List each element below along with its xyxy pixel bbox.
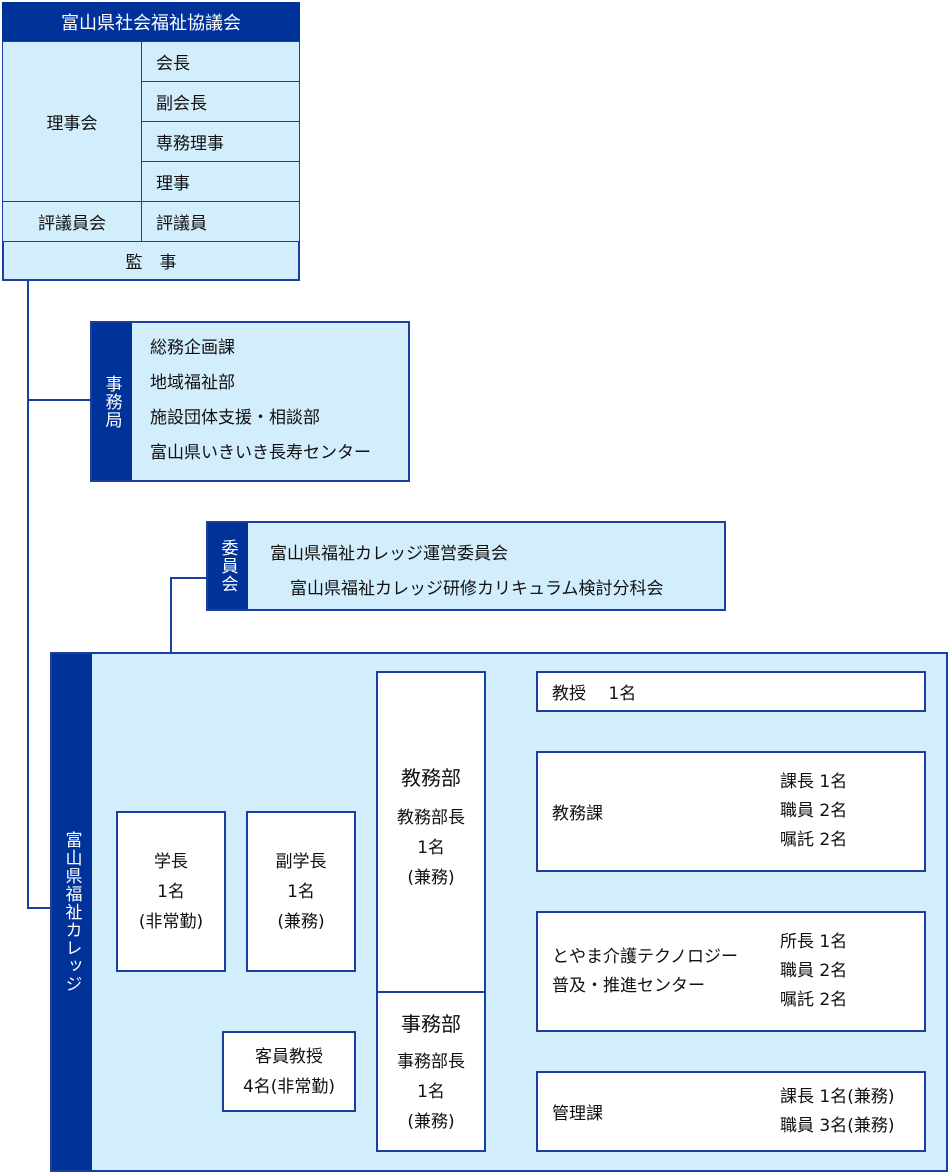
vice-president-count: 1名 (287, 881, 315, 902)
admin-section-staff: 課長 1名(兼務) 職員 3名(兼務) (780, 1083, 894, 1141)
secretariat-box: 事務局 総務企画課 地域福祉部 施設団体支援・相談部 富山県いきいき長寿センター (90, 321, 410, 482)
vice-president-box: 副学長 1名 (兼務) (246, 811, 356, 972)
president-note: (非常勤) (138, 911, 204, 932)
academic-section-box: 教務課 課長 1名 職員 2名 嘱託 2名 (536, 751, 926, 872)
president-box: 学長 1名 (非常勤) (116, 811, 226, 972)
secretariat-item: 施設団体支援・相談部 (150, 408, 320, 428)
staff-line: 職員 2名 (780, 961, 848, 981)
college-label: 富山県福祉カレッジ (52, 654, 92, 1170)
admin-section-box: 管理課 課長 1名(兼務) 職員 3名(兼務) (536, 1071, 926, 1152)
academic-section-staff: 課長 1名 職員 2名 嘱託 2名 (780, 768, 847, 855)
academic-dept-name: 教務部 (401, 766, 461, 790)
staff-line: 課長 1名 (780, 772, 848, 792)
secretariat-item: 総務企画課 (150, 338, 235, 358)
tech-center-name: とやま介護テクノロジー 普及・推進センター (552, 943, 738, 1001)
staff-line: 課長 1名(兼務) (780, 1086, 895, 1107)
academic-dept-head: 教務部長 (397, 808, 465, 828)
admin-dept-box: 事務部 事務部長 1名 (兼務) (376, 991, 486, 1152)
board-member: 専務理事 (141, 121, 300, 162)
tech-center-box: とやま介護テクノロジー 普及・推進センター 所長 1名 職員 2名 嘱託 2名 (536, 911, 926, 1032)
academic-dept-note: (兼務) (407, 868, 455, 888)
auditor: 監 事 (2, 241, 300, 281)
professor-box: 教授 1名 (536, 671, 926, 712)
visiting-count: 4名(非常勤) (242, 1076, 336, 1097)
councillors-group: 評議員会 (2, 201, 142, 242)
admin-section-name: 管理課 (552, 1104, 603, 1124)
staff-line: 職員 3名(兼務) (780, 1115, 895, 1136)
committee-box: 委員会 富山県福祉カレッジ運営委員会 富山県福祉カレッジ研修カリキュラム検討分科… (206, 521, 726, 611)
visiting-title: 客員教授 (255, 1046, 323, 1067)
secretariat-item: 地域福祉部 (150, 373, 235, 393)
visiting-professor-box: 客員教授 4名(非常勤) (222, 1031, 356, 1112)
councillors: 評議員 (141, 201, 300, 242)
secretariat-label: 事務局 (92, 323, 132, 480)
admin-dept-note: (兼務) (407, 1112, 455, 1132)
board-member: 理事 (141, 161, 300, 202)
tech-center-name-line: 普及・推進センター (552, 975, 705, 996)
vice-president-title: 副学長 (275, 851, 327, 872)
committee-item: 富山県福祉カレッジ運営委員会 (270, 544, 508, 564)
admin-dept-head: 事務部長 (397, 1052, 465, 1072)
vice-president-note: (兼務) (277, 911, 325, 932)
president-count: 1名 (157, 881, 185, 902)
board-member: 副会長 (141, 81, 300, 122)
president-title: 学長 (154, 851, 188, 872)
academic-dept-count: 1名 (417, 838, 445, 858)
admin-dept-count: 1名 (417, 1082, 445, 1102)
secretariat-item: 富山県いきいき長寿センター (150, 443, 371, 463)
staff-line: 嘱託 2名 (780, 830, 848, 850)
committee-label: 委員会 (208, 523, 248, 609)
tech-center-name-line: とやま介護テクノロジー (552, 946, 738, 967)
staff-line: 嘱託 2名 (780, 990, 848, 1010)
tech-center-staff: 所長 1名 職員 2名 嘱託 2名 (780, 928, 847, 1015)
academic-dept-box: 教務部 教務部長 1名 (兼務) (376, 671, 486, 993)
board-label: 理事会 (2, 41, 142, 202)
staff-line: 所長 1名 (780, 932, 848, 952)
committee-item: 富山県福祉カレッジ研修カリキュラム検討分科会 (290, 579, 664, 599)
academic-section-name: 教務課 (552, 804, 603, 824)
staff-line: 職員 2名 (780, 801, 848, 821)
board-member: 会長 (141, 41, 300, 82)
admin-dept-name: 事務部 (401, 1012, 461, 1036)
council-title: 富山県社会福祉協議会 (2, 2, 300, 42)
